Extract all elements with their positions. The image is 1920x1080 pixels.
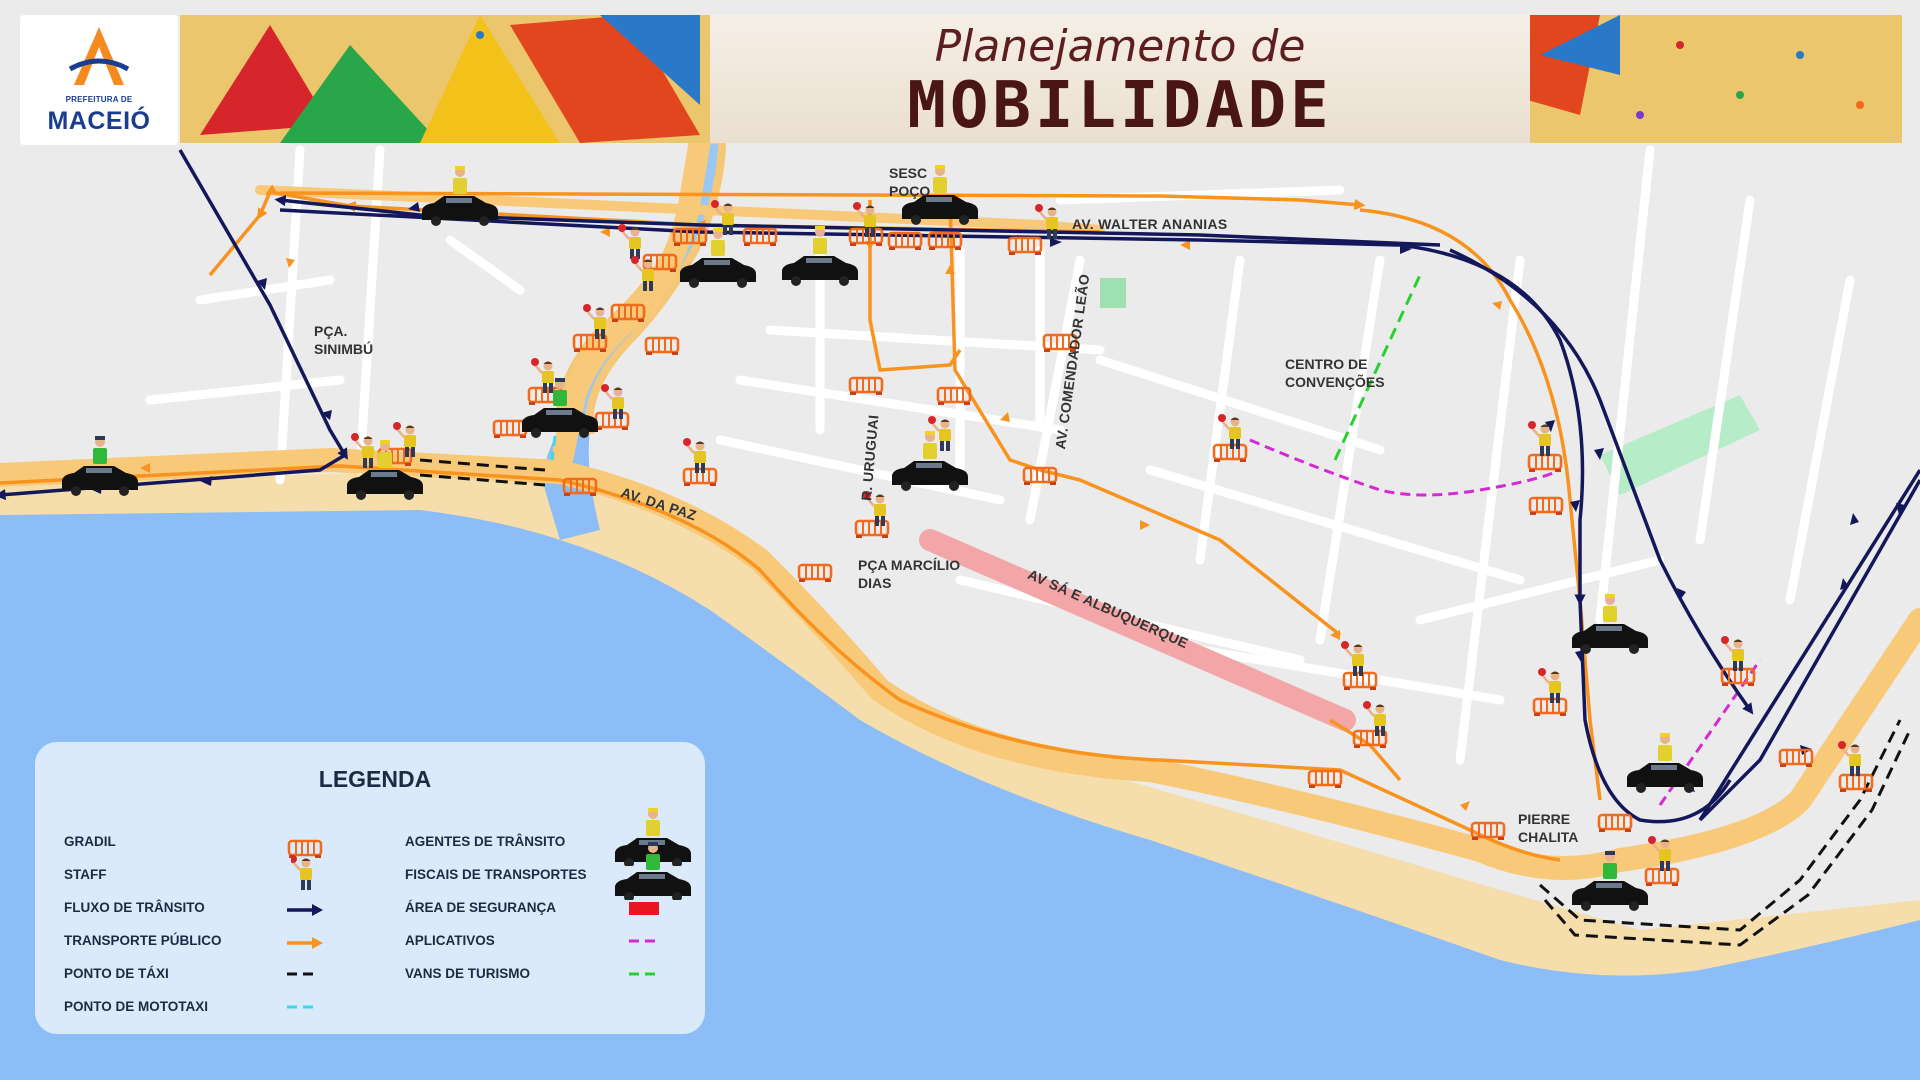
transport-sa-albuquerque <box>1039 468 1342 637</box>
flow-east-entry <box>1698 479 1920 822</box>
transport-inspector-car-icon <box>615 842 691 900</box>
flow-east-loop <box>1449 248 1754 715</box>
place-label-pierre-line2: CHALITA <box>1518 829 1579 845</box>
staff-icon <box>291 854 314 892</box>
taxi-dash-icon <box>287 972 317 976</box>
legend-title: LEGENDA <box>318 766 432 792</box>
legend-label-apps: APLICATIVOS <box>405 933 495 948</box>
legend-label-tour-vans: VANS DE TURISMO <box>405 966 531 981</box>
street-label-walter-ananias: AV. WALTER ANANIAS <box>1072 216 1228 232</box>
legend-label-traffic-agents: AGENTES DE TRÂNSITO <box>405 834 566 849</box>
flow-top-eastbound <box>279 208 1586 606</box>
place-label-pierre-line1: PIERRE <box>1518 811 1571 827</box>
safety-area <box>919 529 1356 731</box>
title-panel <box>710 15 1530 143</box>
legend-label-mototaxi: PONTO DE MOTOTAXI <box>64 999 209 1014</box>
map-legend: LEGENDA GRADIL STAFF FLUXO DE TRÂNSITO T… <box>35 742 705 1034</box>
flow-east-exit <box>1698 469 1920 821</box>
page-title-line1: Planejamento de <box>934 21 1306 72</box>
place-label-sinimbu-line1: PÇA. <box>314 323 348 339</box>
prefeitura-logo: PREFEITURA DE MACEIÓ <box>20 15 178 145</box>
transport-beach <box>0 464 1561 862</box>
road-beach-highlight <box>0 448 1920 880</box>
taxi-stand-paz <box>419 458 546 487</box>
legend-label-transport-inspectors: FISCAIS DE TRANSPORTES <box>405 867 587 882</box>
transport-main-loop <box>1359 208 1602 801</box>
mototaxi-dash-icon <box>287 1005 317 1009</box>
logo-name: MACEIÓ <box>47 107 151 135</box>
legend-label-gradil: GRADIL <box>64 834 116 849</box>
place-label-marcilio-dias: PÇA MARCÍLIO DIAS <box>858 556 960 592</box>
place-label-convencoes-line2: CONVENÇÕES <box>1285 374 1385 390</box>
vans-dash-icon <box>629 972 659 976</box>
legend-label-safety-area: ÁREA DE SEGURANÇA <box>405 900 557 915</box>
safety-area-swatch <box>629 902 659 915</box>
place-label-marcilio-line1: PÇA MARCÍLIO <box>858 557 961 573</box>
flow-west-loop <box>178 149 348 460</box>
legend-label-traffic-flow: FLUXO DE TRÂNSITO <box>64 900 205 915</box>
place-label-sesc: SESC POÇO <box>889 164 930 200</box>
place-label-sesc-line2: POÇO <box>889 183 931 199</box>
flow-top-westbound <box>274 195 1441 247</box>
apps-route <box>1249 438 1561 497</box>
transport-top-row <box>279 191 1366 211</box>
place-label-marcilio-line2: DIAS <box>858 575 892 591</box>
taxi-stand-chalita <box>1539 719 1912 947</box>
page-title-line2: MOBILIDADE <box>907 69 1333 143</box>
logo-subtitle: PREFEITURA DE <box>65 95 133 104</box>
legend-label-staff: STAFF <box>64 867 107 882</box>
apps-dash-icon <box>629 939 659 943</box>
place-label-sesc-line1: SESC <box>889 165 928 181</box>
city-logo-icon <box>68 27 130 85</box>
traffic-flow-arrow-icon <box>287 904 323 916</box>
vans-route <box>1333 274 1422 461</box>
place-label-sinimbu: PÇA. SINIMBÚ <box>314 322 373 358</box>
place-label-pierre-chalita: PIERRE CHALITA <box>1518 810 1578 846</box>
place-label-centro-convencoes: CENTRO DE CONVENÇÕES <box>1285 355 1385 391</box>
title-banner: Planejamento de MOBILIDADE <box>180 15 1902 143</box>
transport-uruguai <box>868 199 1041 472</box>
place-label-sinimbu-line2: SINIMBÚ <box>314 341 374 357</box>
legend-label-public-transport: TRANSPORTE PÚBLICO <box>64 933 222 948</box>
legend-label-taxi: PONTO DE TÁXI <box>64 966 169 981</box>
public-transport-arrow-icon <box>287 937 323 949</box>
place-label-convencoes-line1: CENTRO DE <box>1285 356 1368 372</box>
